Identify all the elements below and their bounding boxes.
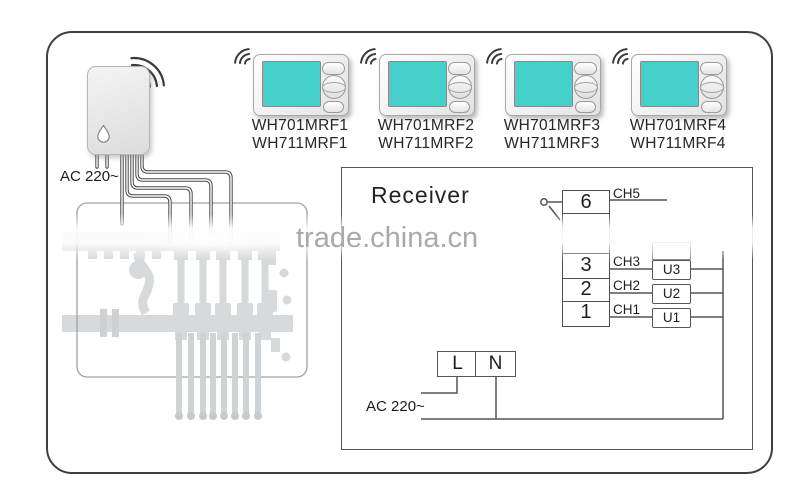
- switch-contact-icon: [540, 198, 548, 206]
- channel-number-6: 6: [580, 191, 592, 213]
- wireless-transmitter-unit: [87, 66, 150, 155]
- water-drop-icon: [97, 124, 110, 143]
- rf-signal-icon-thermostat-4: [612, 48, 629, 65]
- thermostat-1-model-1: WH701MRF1: [251, 117, 349, 134]
- thermostat-3-model-1: WH701MRF3: [503, 117, 601, 134]
- actuator-box-hidden: [652, 242, 691, 260]
- thermostat-2-model-1: WH701MRF2: [377, 117, 475, 134]
- ch3-label: CH3: [613, 254, 641, 269]
- diagram-border: [46, 31, 773, 474]
- thermostat-4: [631, 54, 727, 116]
- thermostat-screen: [514, 61, 573, 107]
- transmitter-wires: [95, 148, 233, 244]
- thermostat-3: [505, 54, 601, 116]
- rf-signal-icon-thermostat-1: [234, 48, 251, 65]
- thermostat-2: [379, 54, 475, 116]
- actuator-box-u1: U1: [652, 308, 691, 328]
- thermostat-button-bottom: [575, 101, 596, 113]
- terminal-l: L: [437, 351, 478, 377]
- thermostat-button-bottom: [449, 101, 470, 113]
- ac-power-label-left: AC 220~: [60, 168, 119, 185]
- receiver-channel-stack: 6 3 2 1: [562, 190, 610, 327]
- channel-number-2: 2: [580, 278, 592, 300]
- thermostat-2-model-2: WH711MRF2: [378, 135, 474, 152]
- ch5-label: CH5: [613, 186, 641, 201]
- manifold-tubes: [175, 333, 262, 420]
- receiver-title: Receiver: [371, 182, 470, 208]
- channel-number-3: 3: [580, 254, 592, 276]
- actuator-box-u2: U2: [652, 284, 691, 304]
- terminal-n: N: [475, 351, 516, 377]
- thermostat-button-top: [700, 62, 723, 75]
- ch1-label: CH1: [613, 302, 641, 317]
- thermostat-screen: [262, 61, 321, 107]
- rf-signal-icon-thermostat-3: [486, 48, 503, 65]
- channel-number-1: 1: [580, 301, 592, 323]
- receiver-wiring: [421, 198, 724, 420]
- thermostat-4-model-1: WH701MRF4: [629, 117, 727, 134]
- thermostat-1: [253, 54, 349, 116]
- thermostat-dial: [322, 75, 346, 99]
- thermostat-button-top: [448, 62, 471, 75]
- thermostat-button-top: [574, 62, 597, 75]
- thermostat-3-model-2: WH711MRF3: [504, 135, 600, 152]
- thermostat-dial: [448, 75, 472, 99]
- thermostat-button-bottom: [323, 101, 344, 113]
- thermostat-screen: [640, 61, 699, 107]
- rf-signal-icon-thermostat-2: [360, 48, 377, 65]
- thermostat-screen: [388, 61, 447, 107]
- thermostat-button-bottom: [701, 101, 722, 113]
- ac-power-label-right: AC 220~: [366, 398, 425, 415]
- thermostat-4-model-2: WH711MRF4: [630, 135, 726, 152]
- thermostat-1-model-2: WH711MRF1: [252, 135, 348, 152]
- thermostat-dial: [700, 75, 724, 99]
- ch2-label: CH2: [613, 278, 641, 293]
- actuator-box-u3: U3: [652, 260, 691, 280]
- thermostat-button-top: [322, 62, 345, 75]
- thermostat-dial: [574, 75, 598, 99]
- receiver-box: [341, 167, 753, 450]
